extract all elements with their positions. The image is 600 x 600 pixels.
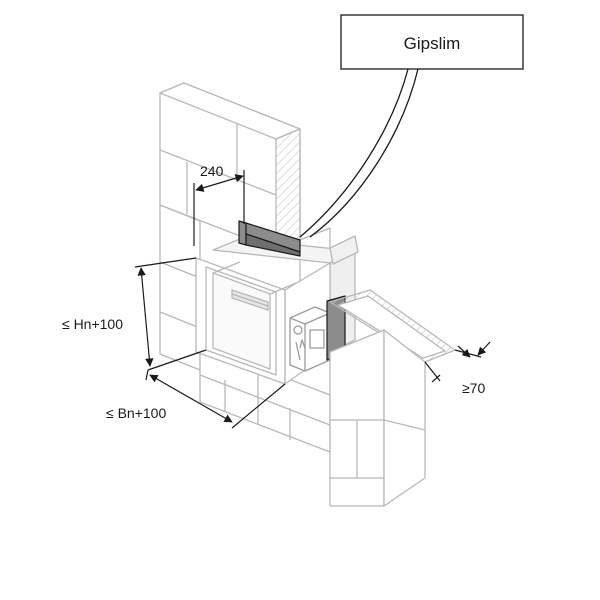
front-wall bbox=[329, 289, 456, 507]
width-dimension-label: ≤ Bn+100 bbox=[106, 405, 166, 421]
gypsum-seal bbox=[238, 220, 346, 361]
back-wall bbox=[159, 82, 331, 453]
callout-box bbox=[340, 14, 524, 70]
dimension-lines bbox=[134, 170, 491, 429]
callout-label: Gipslim bbox=[404, 34, 461, 53]
depth-dimension-label: 240 bbox=[200, 163, 224, 179]
callout-leader bbox=[299, 68, 419, 238]
height-dimension-label: ≤ Hn+100 bbox=[62, 316, 123, 332]
actuator bbox=[289, 306, 331, 372]
callout: Gipslim bbox=[299, 14, 524, 238]
wall-thickness-label: ≥70 bbox=[462, 380, 485, 396]
